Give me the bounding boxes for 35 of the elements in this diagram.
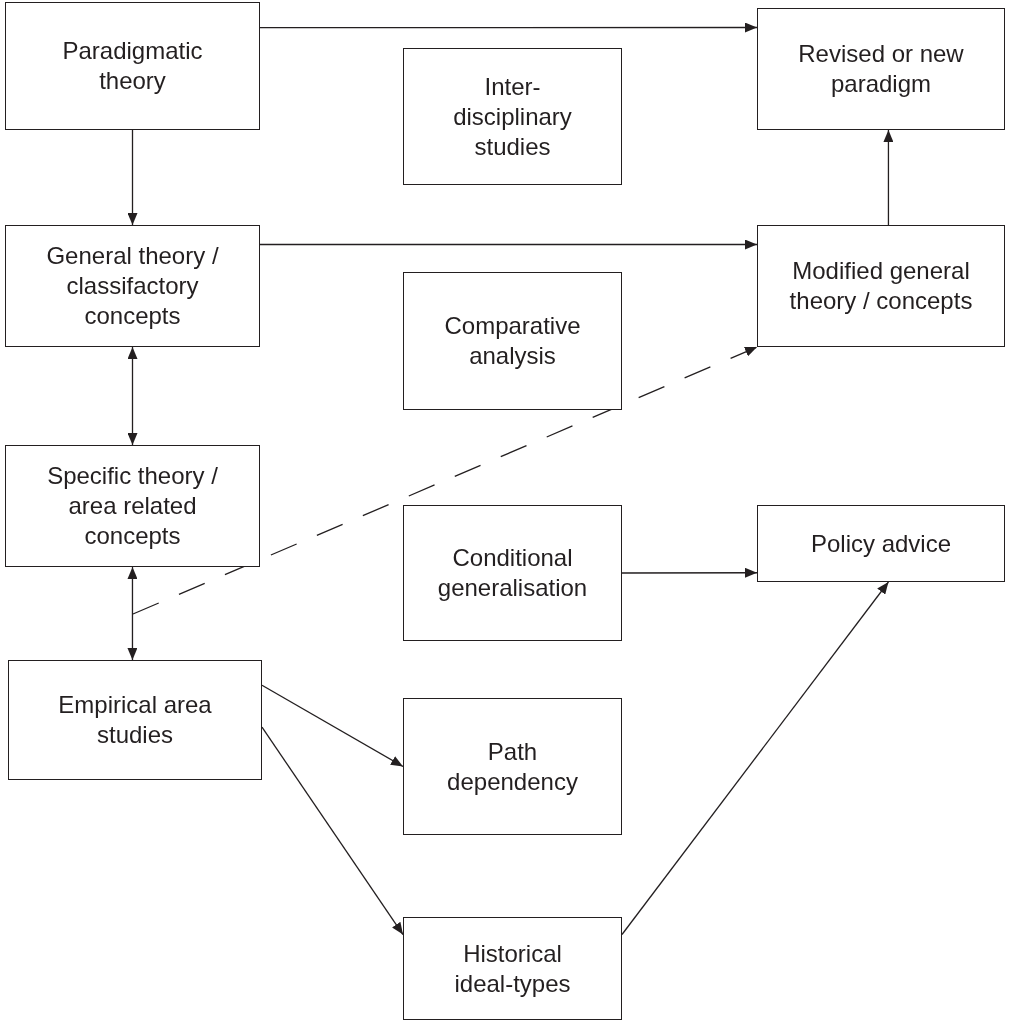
concept-box bbox=[757, 225, 1005, 347]
arrow bbox=[621, 567, 758, 578]
arrow bbox=[261, 726, 404, 936]
concept-box bbox=[757, 505, 1005, 582]
box-label: Specific theory / area related concepts bbox=[46, 461, 219, 551]
concept-box bbox=[757, 8, 1005, 130]
concept-box bbox=[403, 505, 622, 641]
arrow bbox=[883, 129, 894, 226]
arrow bbox=[261, 684, 404, 768]
concept-box bbox=[5, 445, 260, 567]
arrow bbox=[259, 22, 758, 33]
box-label: Historical ideal-types bbox=[453, 938, 572, 999]
box-label: Empirical area studies bbox=[57, 690, 213, 750]
box-label: Conditional generalisation bbox=[436, 543, 589, 603]
box-label: Paradigmatic theory bbox=[61, 36, 204, 96]
concept-box bbox=[403, 917, 622, 1020]
box-label: Modified general theory / concepts bbox=[788, 256, 974, 316]
arrow bbox=[127, 129, 138, 226]
box-label: Policy advice bbox=[810, 528, 952, 559]
double-arrow bbox=[127, 346, 138, 446]
concept-box bbox=[403, 272, 622, 410]
box-label: Inter-disciplinary studies bbox=[452, 71, 573, 162]
arrow bbox=[259, 239, 758, 250]
concept-box bbox=[403, 698, 622, 835]
concept-box bbox=[403, 48, 622, 185]
box-label: Comparative analysis bbox=[443, 311, 582, 371]
box-label: Revised or new paradigm bbox=[797, 39, 965, 99]
arrow bbox=[621, 581, 890, 936]
dashed-arrow bbox=[132, 346, 758, 615]
double-arrow bbox=[127, 566, 138, 661]
concept-box bbox=[5, 2, 260, 130]
box-label: General theory / classifactory concepts bbox=[45, 241, 220, 331]
concept-box bbox=[5, 225, 260, 347]
concept-box bbox=[8, 660, 262, 780]
box-label: Path dependency bbox=[446, 736, 579, 797]
